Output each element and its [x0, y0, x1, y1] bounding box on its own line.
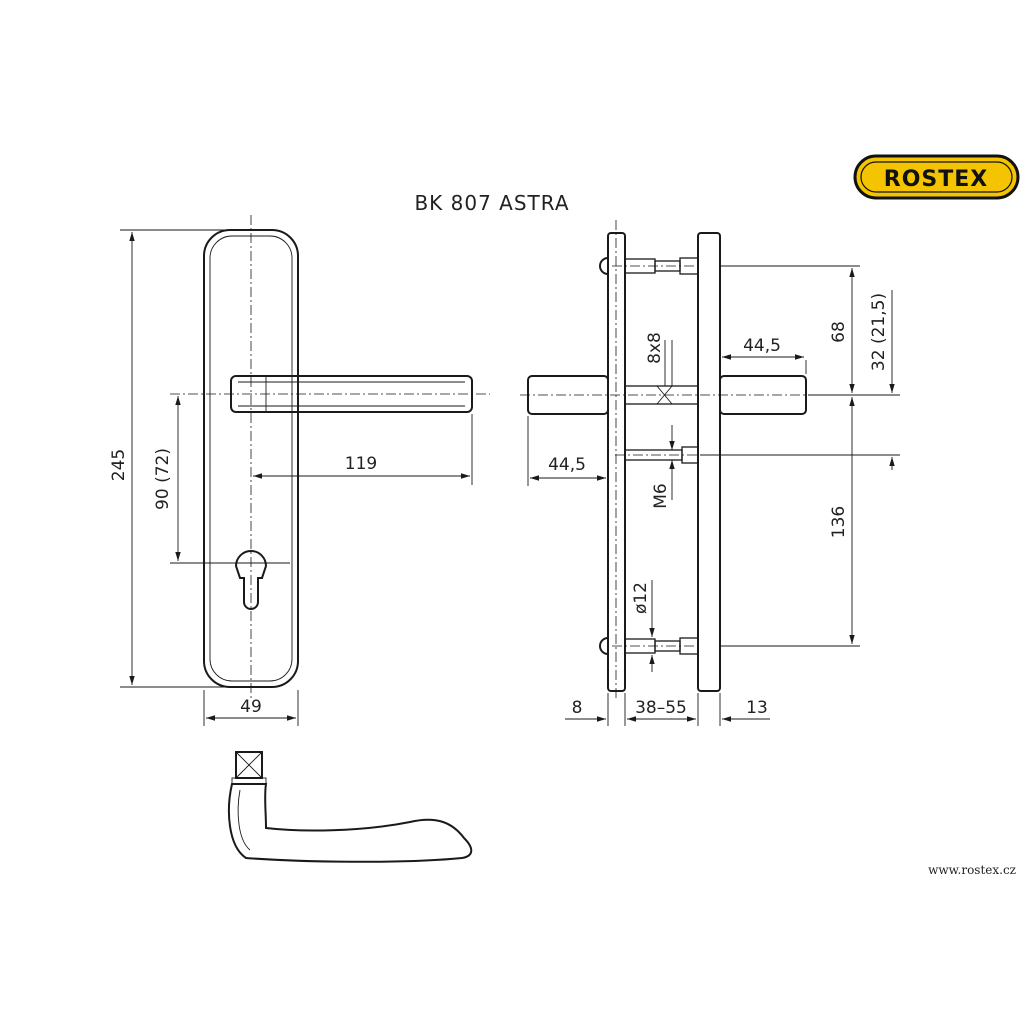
dim-width: 49 — [240, 697, 262, 717]
dim-lower: 136 — [829, 506, 849, 538]
dim-distance: 90 (72) — [153, 448, 173, 510]
outer-plate — [607, 232, 626, 692]
keyhole — [234, 550, 268, 610]
dim-height-total: 245 — [109, 449, 129, 481]
bottom-bolt — [599, 637, 700, 655]
inner-plate — [697, 232, 721, 692]
website-link[interactable]: www.rostex.cz — [928, 863, 1016, 877]
top-bolt — [599, 257, 700, 275]
drawing-title: BK 807 ASTRA — [414, 191, 569, 215]
side-view — [520, 220, 900, 700]
dim-spindle-right: 44,5 — [743, 336, 781, 356]
dim-screw: M6 — [651, 483, 671, 508]
logo-text: ROSTEX — [884, 167, 988, 192]
dim-upper-alt: 32 (21,5) — [869, 293, 889, 371]
dim-square: 8x8 — [645, 332, 665, 364]
front-view: 245 90 (72) 119 49 — [109, 215, 490, 726]
dim-upper: 68 — [829, 321, 849, 343]
handle-profile — [227, 751, 473, 863]
dim-door-thickness: 38–55 — [635, 698, 687, 718]
rostex-logo: ROSTEX — [853, 154, 1020, 200]
screw-m6 — [615, 425, 705, 500]
dim-inner-plate: 13 — [746, 698, 768, 718]
dim-spindle-left: 44,5 — [548, 455, 586, 475]
dim-diameter: ø12 — [631, 582, 651, 614]
dim-outer-plate: 8 — [572, 698, 583, 718]
dim-handle-length: 119 — [345, 454, 377, 474]
